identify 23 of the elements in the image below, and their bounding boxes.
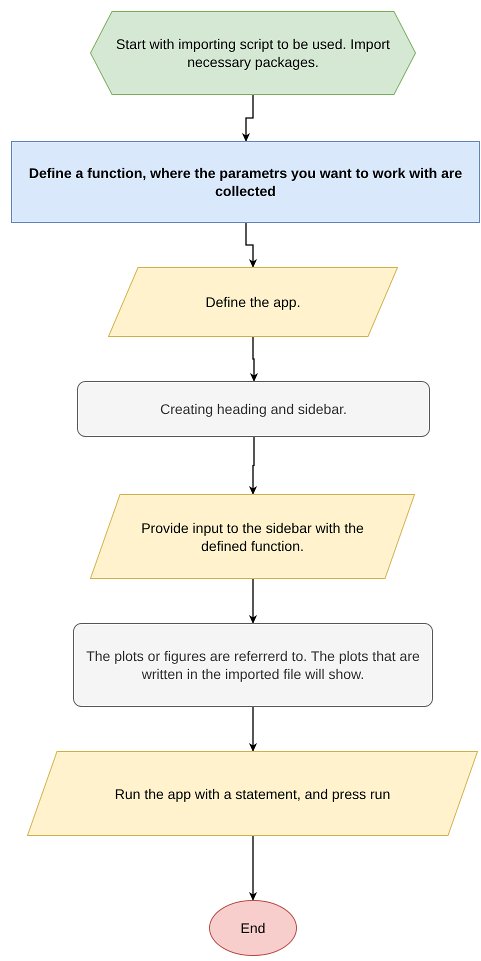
arrow	[249, 707, 257, 752]
step-text: Define the app.	[206, 293, 300, 311]
process-box	[73, 623, 433, 707]
step-text: Creating heading and sidebar.	[160, 400, 347, 418]
data-parallelogram	[27, 751, 478, 836]
data-parallelogram	[90, 494, 415, 579]
process-box	[11, 141, 480, 223]
step-text: Provide input to the sidebar with the defined function.	[140, 518, 365, 554]
end-ellipse	[209, 900, 297, 956]
start-hexagon	[90, 11, 416, 95]
step-text: Define a function, where the parametrs you want to work with are collected	[28, 164, 464, 200]
arrow	[249, 836, 257, 901]
arrow	[245, 223, 257, 268]
process-box	[77, 381, 430, 437]
arrow	[250, 337, 258, 382]
step-text: The plots or figures are referrerd to. The plots that are written in the imported file will show.	[85, 647, 421, 683]
arrow	[249, 437, 257, 495]
step-text: Run the app with a statement, and press run	[114, 784, 390, 802]
step-text: Start with importing script to be used. Import necessary packages.	[115, 35, 391, 71]
step-text: End	[240, 919, 266, 937]
arrow	[249, 579, 257, 624]
data-parallelogram	[108, 267, 398, 337]
arrow	[242, 95, 254, 142]
